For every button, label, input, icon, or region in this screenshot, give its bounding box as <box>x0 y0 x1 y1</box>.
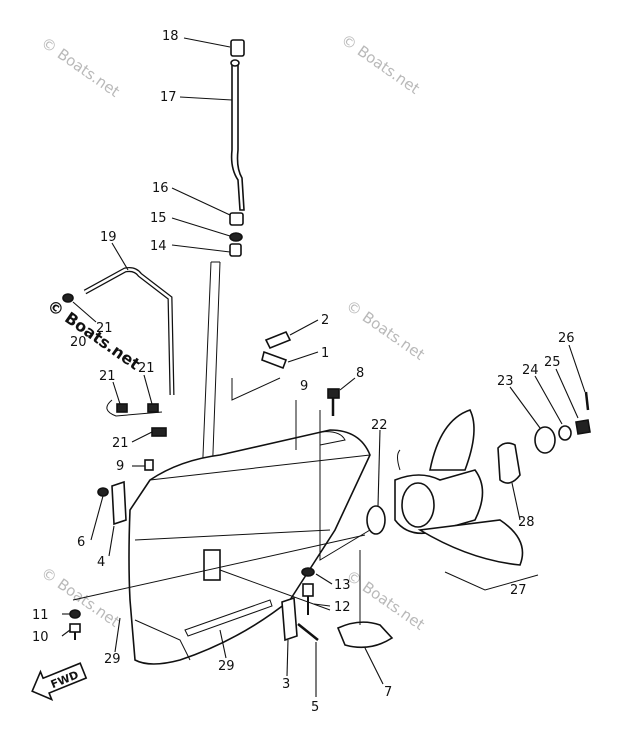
propeller-blade-top <box>429 409 475 471</box>
callout-12: 12 <box>334 600 351 615</box>
part-21-clamp-top <box>62 293 74 303</box>
construction-line <box>319 410 371 561</box>
casing-decal <box>203 549 221 581</box>
watermark: © Boats.net <box>38 34 123 101</box>
part-23-spacer <box>534 426 556 454</box>
part-7-trim-tab <box>336 621 394 649</box>
callout-20: 20 <box>70 335 87 350</box>
callout-21-c: 21 <box>99 369 116 384</box>
part-2-pad <box>264 330 292 350</box>
casing-mid-line <box>134 529 331 541</box>
part-21-fitting-a <box>116 403 128 413</box>
hose-loop <box>106 399 163 417</box>
callout-3: 3 <box>282 677 290 692</box>
casing-cavity <box>319 431 346 446</box>
construction-line <box>231 377 281 401</box>
callout-21-d: 21 <box>112 436 129 451</box>
part-15-oring <box>229 232 243 242</box>
casing-body <box>128 429 371 665</box>
callout-9-b: 9 <box>300 379 308 394</box>
callout-21-a: 21 <box>96 321 113 336</box>
part-6-nut <box>97 487 109 497</box>
callout-7: 7 <box>384 685 392 700</box>
part-1-pad <box>261 350 288 370</box>
callout-2: 2 <box>321 313 329 328</box>
callout-4: 4 <box>97 555 105 570</box>
callout-8: 8 <box>356 366 364 381</box>
construction-line <box>72 534 366 601</box>
callout-29-b: 29 <box>218 659 235 674</box>
callout-26: 26 <box>558 331 575 346</box>
callout-15: 15 <box>150 211 167 226</box>
callout-22: 22 <box>371 418 388 433</box>
part-3-anode <box>281 596 298 642</box>
callout-5: 5 <box>311 700 319 715</box>
callout-14: 14 <box>150 239 167 254</box>
callout-16: 16 <box>152 181 169 196</box>
part-14-washer <box>229 243 242 257</box>
watermark: © Boats.net <box>38 564 123 631</box>
part-18-bushing <box>230 39 245 57</box>
casing-stripe <box>184 599 273 637</box>
part-24-washer <box>558 425 572 441</box>
propeller-assembly <box>366 391 591 566</box>
callout-13: 13 <box>334 578 351 593</box>
casing-top-line <box>149 454 371 481</box>
callout-19: 19 <box>100 230 117 245</box>
part-17-rod-top <box>230 59 240 67</box>
propeller-blade-side <box>397 449 401 471</box>
callout-29-a: 29 <box>104 652 121 667</box>
callout-28: 28 <box>518 515 535 530</box>
leader-lines <box>61 37 586 697</box>
part-5-screw <box>297 623 319 641</box>
callout-11: 11 <box>32 608 49 623</box>
part-9-grommet <box>144 459 154 471</box>
part-26-cotter-pin <box>584 391 590 411</box>
part-19-hose-inner <box>84 268 174 396</box>
part-12-bolt <box>302 583 314 615</box>
watermark-bold: © Boats.net <box>44 296 144 374</box>
propeller-bore <box>401 482 435 528</box>
watermark: © Boats.net <box>343 297 428 364</box>
watermark: © Boats.net <box>338 31 423 98</box>
part-13-washer <box>301 567 315 577</box>
construction-line <box>444 571 539 591</box>
casing-skeg <box>134 619 191 661</box>
part-16-seal <box>229 212 244 226</box>
callout-17: 17 <box>160 90 177 105</box>
callout-labels: 18 17 16 15 14 19 21 20 21 21 21 9 9 6 4… <box>32 29 575 715</box>
part-17-shift-rod <box>230 63 245 211</box>
callout-27: 27 <box>510 583 527 598</box>
part-21-fitting-b <box>147 403 159 413</box>
part-28-thrust-washer <box>497 442 521 484</box>
part-4-anode <box>111 480 127 526</box>
part-11-washer <box>69 609 81 619</box>
shift-rod-assembly <box>201 39 245 481</box>
callout-10: 10 <box>32 630 49 645</box>
construction-line <box>219 569 331 611</box>
part-8-bolt <box>327 388 340 416</box>
callout-6: 6 <box>77 535 85 550</box>
callout-9-a: 9 <box>116 459 124 474</box>
part-10-bolt <box>69 623 81 640</box>
callout-1: 1 <box>321 346 329 361</box>
callout-23: 23 <box>497 374 514 389</box>
propeller-blade-bottom <box>417 519 524 566</box>
hose-fittings <box>62 293 167 471</box>
part-22-spacer <box>366 505 386 535</box>
callout-25: 25 <box>544 355 561 370</box>
part-21-fitting-c <box>151 427 167 437</box>
callout-18: 18 <box>162 29 179 44</box>
part-25-nut <box>575 419 591 435</box>
shift-rod-lower <box>201 261 221 481</box>
lower-casing <box>128 429 371 665</box>
fwd-arrow: FWD <box>31 662 88 702</box>
callout-24: 24 <box>522 363 539 378</box>
fwd-label: FWD <box>49 668 81 691</box>
callout-21-b: 21 <box>138 361 155 376</box>
